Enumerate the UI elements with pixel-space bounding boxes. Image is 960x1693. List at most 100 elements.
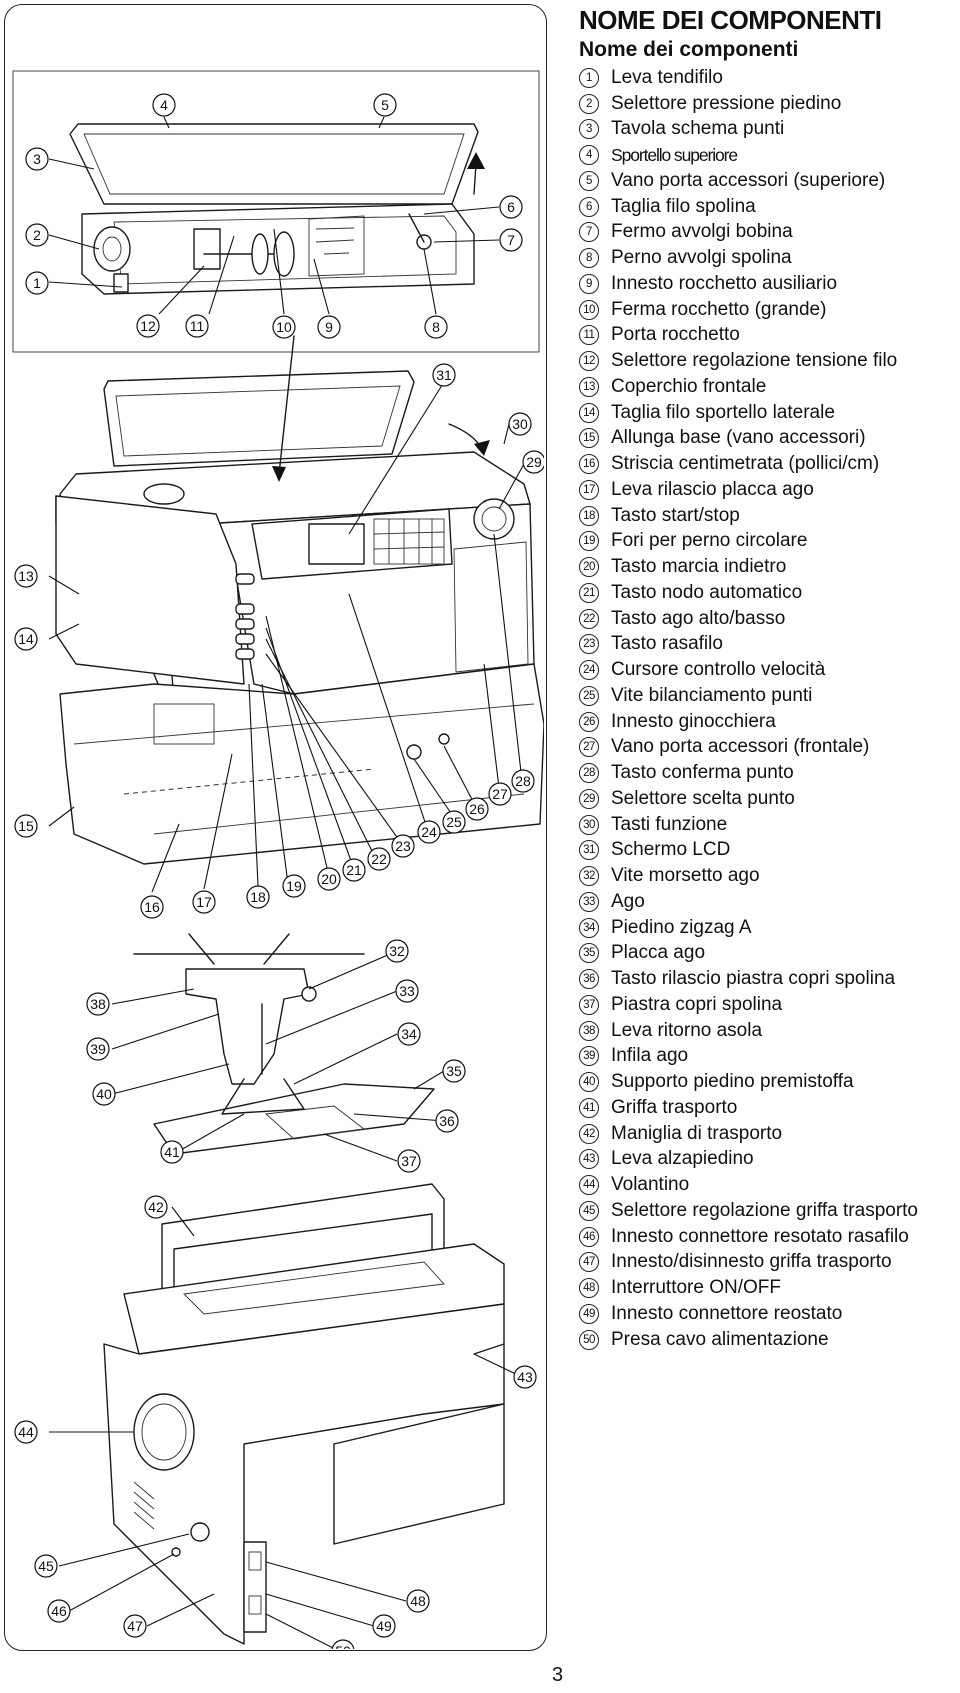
svg-text:12: 12 bbox=[140, 318, 156, 334]
callout-40: 40 bbox=[92, 1082, 116, 1106]
callout-5: 5 bbox=[373, 93, 397, 117]
part-label: Taglia filo spolina bbox=[611, 195, 756, 217]
part-label: Vano porta accessori (superiore) bbox=[611, 169, 886, 191]
part-number-badge: 6 bbox=[579, 196, 599, 217]
part-number-badge: 20 bbox=[579, 557, 599, 578]
callout-11: 11 bbox=[185, 314, 209, 338]
callout-19: 19 bbox=[282, 874, 306, 898]
svg-text:5: 5 bbox=[381, 97, 389, 113]
part-number-badge: 17 bbox=[579, 479, 599, 500]
needle-bar bbox=[185, 968, 310, 1085]
part-number-badge: 31 bbox=[579, 840, 599, 861]
machine-spool-dial bbox=[143, 483, 185, 505]
callout-21: 21 bbox=[342, 858, 366, 882]
part-label: Porta rocchetto bbox=[611, 324, 740, 346]
part-number-badge: 48 bbox=[579, 1278, 599, 1299]
part-label: Coperchio frontale bbox=[611, 375, 767, 397]
part-number-badge: 46 bbox=[579, 1226, 599, 1247]
callout-49: 49 bbox=[372, 1614, 396, 1638]
part-number-badge: 44 bbox=[579, 1175, 599, 1196]
svg-text:4: 4 bbox=[160, 97, 168, 113]
part-number-badge: 11 bbox=[579, 325, 599, 346]
part-label: Volantino bbox=[611, 1174, 690, 1196]
part-label: Selettore regolazione tensione filo bbox=[611, 350, 898, 372]
part-label: Innesto connettore resotato rasafilo bbox=[611, 1225, 909, 1247]
page-title: NOME DEI COMPONENTI bbox=[579, 5, 882, 35]
part-number-badge: 36 bbox=[579, 969, 599, 990]
part-number-badge: 25 bbox=[579, 685, 599, 706]
svg-text:43: 43 bbox=[517, 1369, 533, 1385]
leader-lines bbox=[48, 116, 525, 1649]
part-label: Piastra copri spolina bbox=[611, 993, 783, 1015]
feed-dog-dial bbox=[190, 1522, 210, 1542]
part-label: Tavola schema punti bbox=[611, 118, 785, 140]
part-label: Ago bbox=[611, 890, 645, 912]
svg-text:46: 46 bbox=[51, 1603, 67, 1619]
svg-text:22: 22 bbox=[371, 851, 387, 867]
part-label: Striscia centimetrata (pollici/cm) bbox=[611, 453, 880, 475]
front-cover bbox=[55, 495, 245, 685]
svg-text:24: 24 bbox=[421, 824, 437, 840]
sewing-machine-illustration: 1 2 3 4 5 6 7 8 9 10 11 12 13 14 15 16 1… bbox=[12, 70, 544, 1649]
part-label: Innesto rocchetto ausiliario bbox=[611, 272, 838, 294]
top-cover-inset bbox=[12, 70, 540, 353]
part-number-badge: 1 bbox=[579, 67, 599, 88]
callout-50: 50 bbox=[331, 1639, 355, 1649]
control-buttons bbox=[235, 573, 255, 660]
part-number-badge: 50 bbox=[579, 1329, 599, 1350]
callout-34: 34 bbox=[397, 1022, 421, 1046]
part-label: Innesto ginocchiera bbox=[611, 710, 776, 732]
part-label: Leva ritorno asola bbox=[611, 1019, 763, 1041]
part-label: Selettore pressione piedino bbox=[611, 92, 842, 114]
callout-46: 46 bbox=[47, 1599, 71, 1623]
svg-text:3: 3 bbox=[33, 151, 41, 167]
selector-dial bbox=[473, 498, 515, 540]
part-label: Griffa trasporto bbox=[611, 1096, 738, 1118]
svg-text:14: 14 bbox=[18, 631, 34, 647]
svg-text:31: 31 bbox=[436, 367, 452, 383]
callout-37: 37 bbox=[397, 1149, 421, 1173]
svg-text:1: 1 bbox=[33, 275, 41, 291]
callout-26: 26 bbox=[465, 797, 489, 821]
svg-text:20: 20 bbox=[321, 871, 337, 887]
callout-30: 30 bbox=[508, 412, 532, 436]
callout-2: 2 bbox=[25, 223, 49, 247]
list-item: 11 Porta rocchetto bbox=[579, 323, 918, 349]
list-item: 9 Innesto rocchetto ausiliario bbox=[579, 271, 918, 297]
page-number: 3 bbox=[552, 1664, 564, 1686]
svg-text:35: 35 bbox=[446, 1063, 462, 1079]
callout-23: 23 bbox=[391, 834, 415, 858]
part-label: Vano porta accessori (frontale) bbox=[611, 736, 870, 758]
part-number-badge: 23 bbox=[579, 634, 599, 655]
svg-text:28: 28 bbox=[515, 773, 531, 789]
hand-wheel bbox=[133, 1393, 195, 1471]
part-label: Sportello superiore bbox=[611, 145, 738, 166]
part-number-badge: 47 bbox=[579, 1252, 599, 1273]
part-number-badge: 9 bbox=[579, 273, 599, 294]
part-number-badge: 14 bbox=[579, 402, 599, 423]
lcd-screen bbox=[308, 523, 365, 565]
inset-frame bbox=[12, 70, 540, 353]
list-item: 37 Piastra copri spolina bbox=[579, 992, 918, 1018]
part-label: Tasto nodo automatico bbox=[611, 581, 803, 603]
callout-7: 7 bbox=[499, 228, 523, 252]
svg-text:48: 48 bbox=[410, 1593, 426, 1609]
part-number-badge: 37 bbox=[579, 994, 599, 1015]
svg-text:26: 26 bbox=[469, 801, 485, 817]
callout-numbers: 1 2 3 4 5 6 7 8 9 10 11 12 13 14 15 16 1… bbox=[14, 93, 544, 1649]
part-label: Infila ago bbox=[611, 1045, 689, 1067]
svg-text:39: 39 bbox=[90, 1041, 106, 1057]
callout-13: 13 bbox=[14, 564, 38, 588]
callout-47: 47 bbox=[123, 1614, 147, 1638]
